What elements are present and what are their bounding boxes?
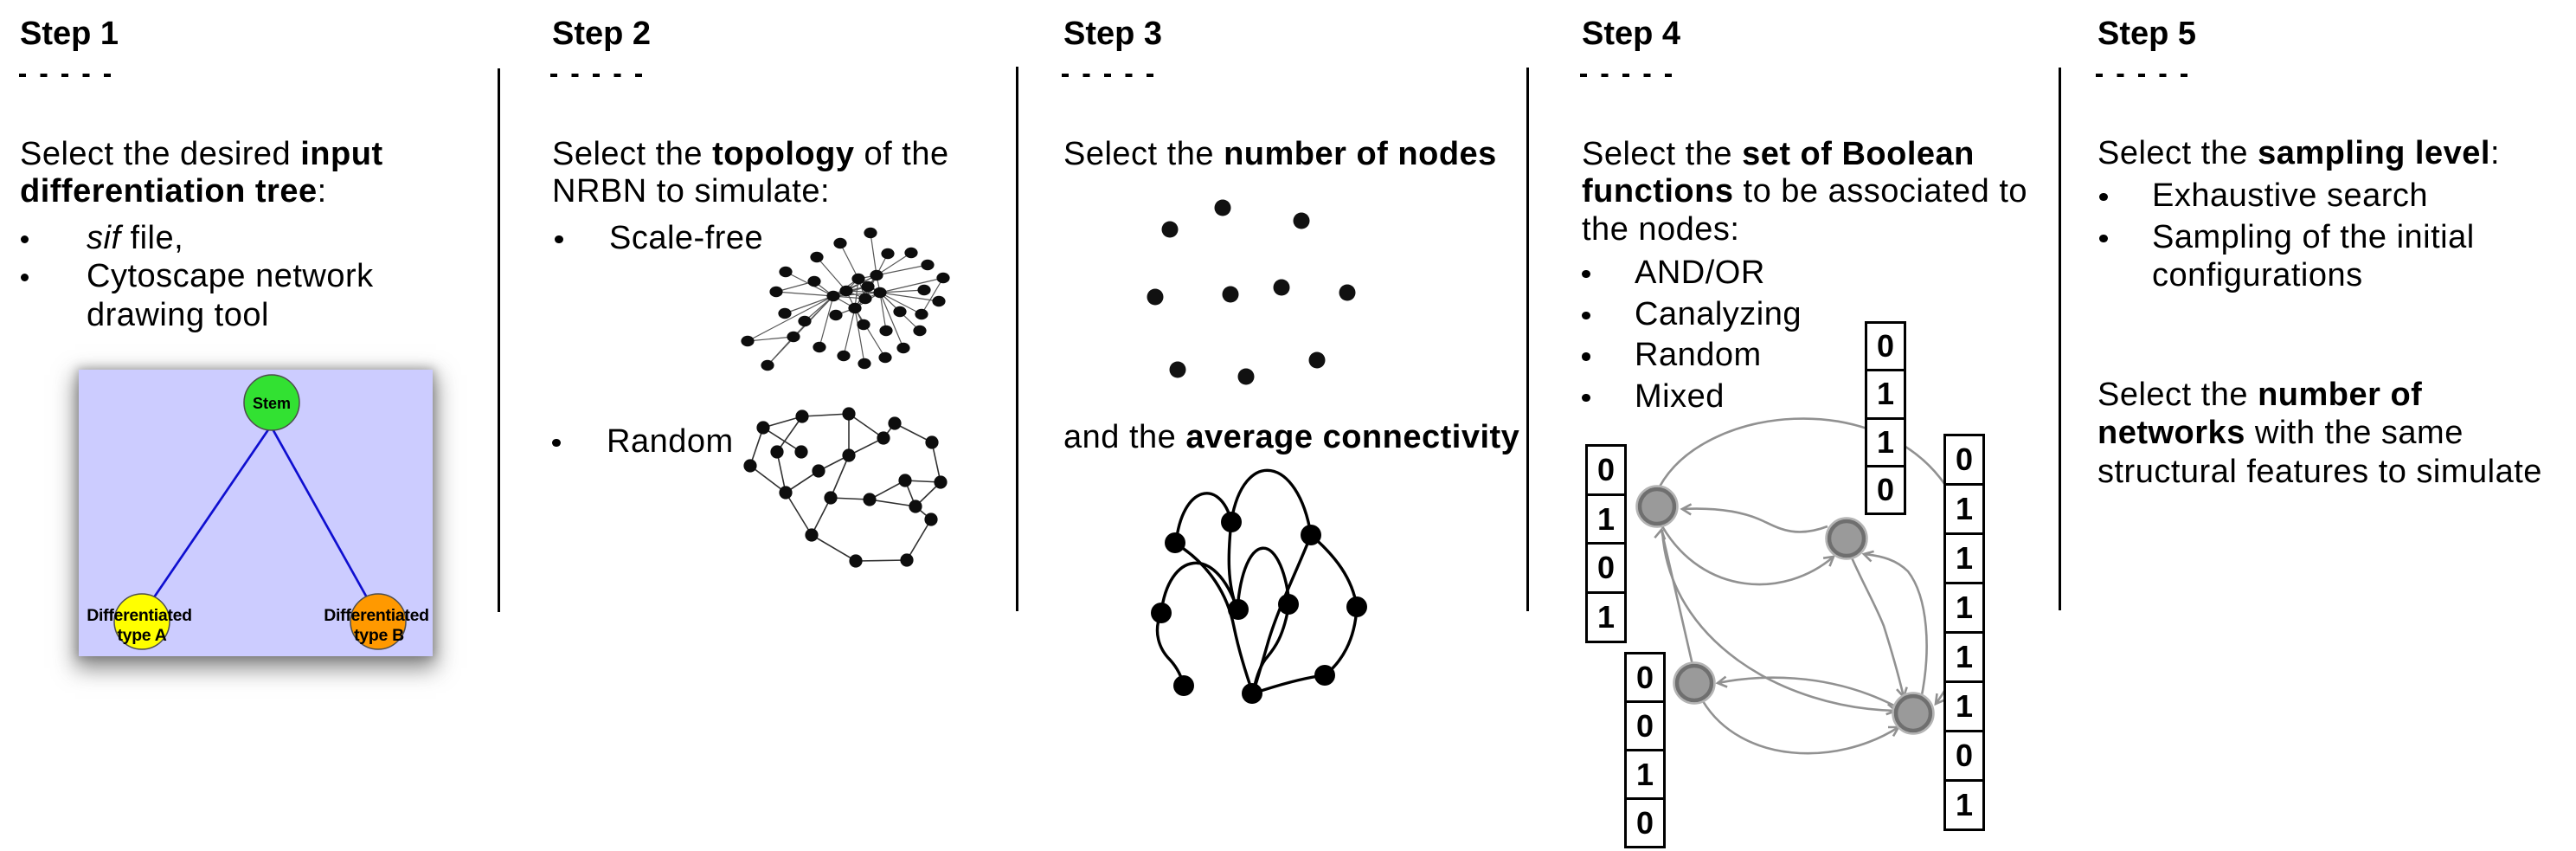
svg-text:Stem: Stem <box>253 395 291 412</box>
svg-text:Differentiated: Differentiated <box>324 606 428 625</box>
svg-text:Differentiated: Differentiated <box>87 606 191 625</box>
svg-text:type A: type A <box>117 626 166 645</box>
svg-text:type B: type B <box>354 626 404 645</box>
